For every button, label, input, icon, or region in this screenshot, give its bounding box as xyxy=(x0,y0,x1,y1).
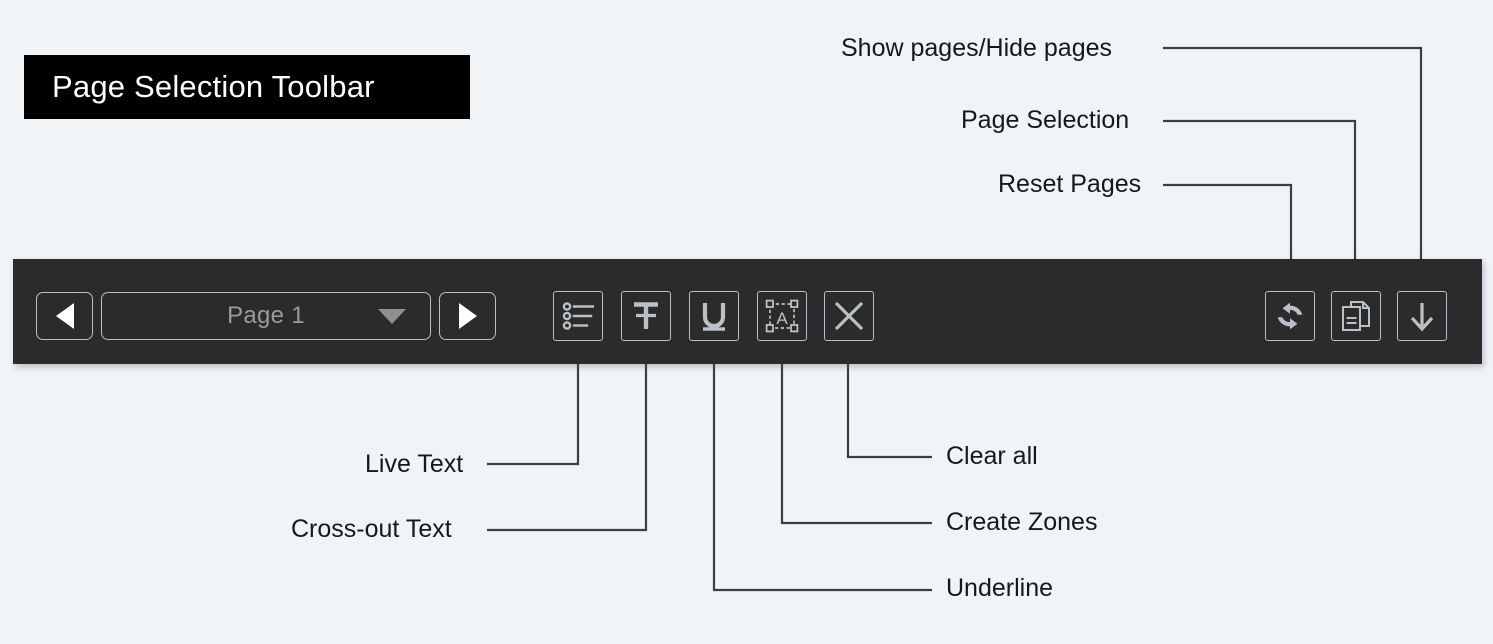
callout-label-cross-out-text: Cross-out Text xyxy=(291,515,452,543)
next-page-button[interactable] xyxy=(439,292,496,340)
callout-label-show-hide-pages: Show pages/Hide pages xyxy=(841,34,1113,62)
cross-out-text-button[interactable] xyxy=(621,291,671,341)
text-zone-box-icon: A xyxy=(765,299,799,333)
page-select-dropdown[interactable]: Page 1 xyxy=(101,292,431,340)
page-select-value: Page 1 xyxy=(227,302,305,329)
page-title-banner: Page Selection Toolbar xyxy=(24,55,470,119)
leader-show-hide-pages xyxy=(1163,46,1423,259)
callout-label-create-zones: Create Zones xyxy=(946,508,1098,536)
document-stack-icon xyxy=(1342,301,1370,331)
leader-page-selection xyxy=(1163,119,1357,259)
clear-all-button[interactable] xyxy=(824,291,874,341)
underline-button[interactable] xyxy=(689,291,739,341)
show-hide-pages-button[interactable] xyxy=(1397,291,1447,341)
callout-label-underline: Underline xyxy=(946,574,1054,602)
underline-u-icon xyxy=(702,303,726,331)
leader-clear-all xyxy=(846,364,932,459)
leader-live-text xyxy=(487,364,580,466)
callout-label-page-selection: Page Selection xyxy=(961,106,1130,134)
refresh-cycle-icon xyxy=(1277,302,1303,330)
page-title: Page Selection Toolbar xyxy=(52,69,375,104)
bulleted-list-icon xyxy=(562,302,594,330)
callout-label-reset-pages: Reset Pages xyxy=(998,170,1142,198)
x-close-icon xyxy=(834,301,864,331)
leader-create-zones xyxy=(780,364,932,525)
page-selection-button[interactable] xyxy=(1331,291,1381,341)
arrow-down-icon xyxy=(1410,303,1434,332)
leader-reset-pages xyxy=(1163,183,1293,259)
triangle-left-icon xyxy=(55,303,74,329)
previous-page-button[interactable] xyxy=(36,292,93,340)
strikethrough-t-icon xyxy=(634,302,658,329)
leader-cross-out-text xyxy=(487,364,648,532)
leader-underline xyxy=(712,364,932,592)
chevron-down-icon xyxy=(378,308,406,324)
callout-label-clear-all: Clear all xyxy=(946,442,1038,470)
live-text-button[interactable] xyxy=(553,291,603,341)
callout-label-live-text: Live Text xyxy=(365,450,464,478)
triangle-right-icon xyxy=(458,303,477,329)
create-zones-button[interactable]: A xyxy=(757,291,807,341)
svg-text:A: A xyxy=(776,309,788,328)
reset-pages-button[interactable] xyxy=(1265,291,1315,341)
